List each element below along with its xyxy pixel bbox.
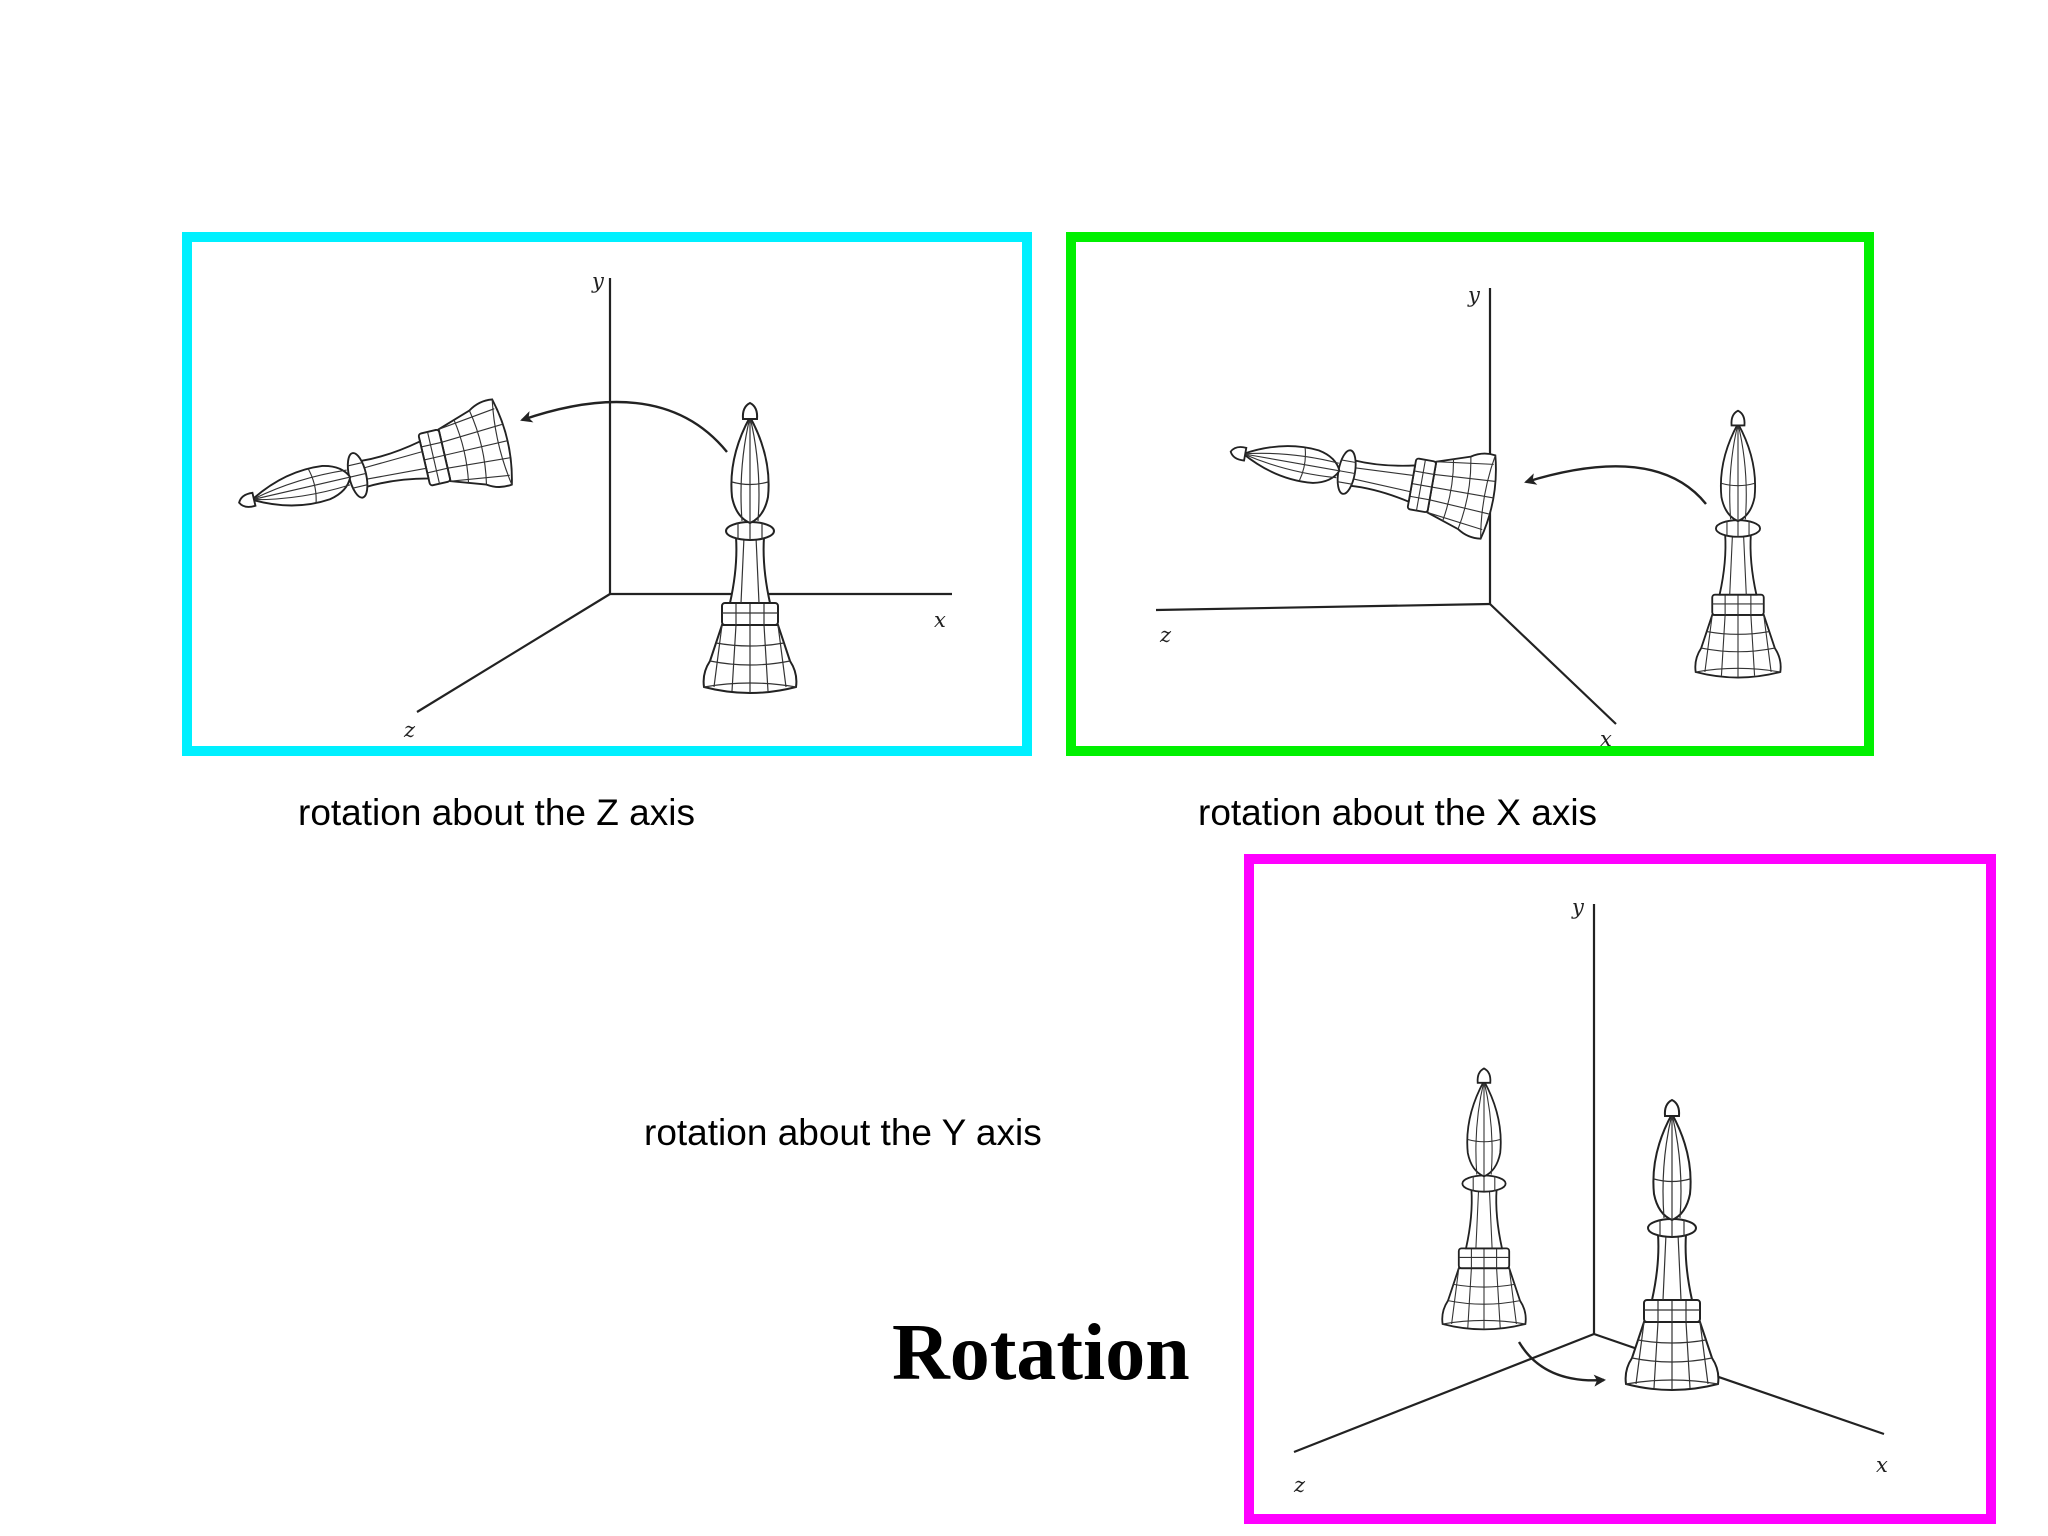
x-rotation-diagram: y x z <box>1155 283 1782 751</box>
z-axis-label: z <box>403 718 416 742</box>
z-axis <box>416 593 611 713</box>
chess-bishop-rotated-icon <box>228 396 519 547</box>
chess-bishop-wireframe-icon <box>702 402 798 694</box>
z-rotation-caption: rotation about the Z axis <box>298 792 695 833</box>
chess-bishop-rotated-icon <box>1624 1099 1720 1391</box>
chess-bishop-wireframe-icon <box>1441 1067 1527 1331</box>
chess-bishop-rotated-icon <box>1222 408 1502 541</box>
z-axis-label: z <box>1159 623 1172 647</box>
z-axis-label: z <box>1293 1473 1306 1497</box>
y-rotation-caption: rotation about the Y axis <box>644 1112 1042 1153</box>
rotation-arrow-icon <box>1517 1341 1606 1387</box>
page-title: Rotation <box>892 1309 1190 1397</box>
x-rotation-caption: rotation about the X axis <box>1198 792 1598 833</box>
x-axis-label: x <box>934 608 946 632</box>
z-axis <box>1293 1332 1595 1454</box>
x-axis <box>1489 603 1617 725</box>
rotation-arrow-icon <box>1524 465 1707 505</box>
x-rotation-panel: y x z <box>1066 232 1874 756</box>
rotation-arrow-icon <box>520 400 728 453</box>
y-axis-label: y <box>1467 283 1481 307</box>
chess-bishop-wireframe-icon <box>1694 409 1782 679</box>
y-axis-label: y <box>591 269 605 293</box>
z-rotation-panel: y x z <box>182 232 1032 756</box>
x-axis-label: x <box>1876 1453 1888 1477</box>
z-rotation-diagram: y x z <box>228 269 952 742</box>
x-axis-label: x <box>1600 727 1612 751</box>
y-axis-label: y <box>1571 895 1585 919</box>
y-rotation-panel: y x z <box>1244 854 1996 1524</box>
z-axis <box>1155 602 1491 612</box>
y-rotation-diagram: y x z <box>1293 895 1888 1497</box>
